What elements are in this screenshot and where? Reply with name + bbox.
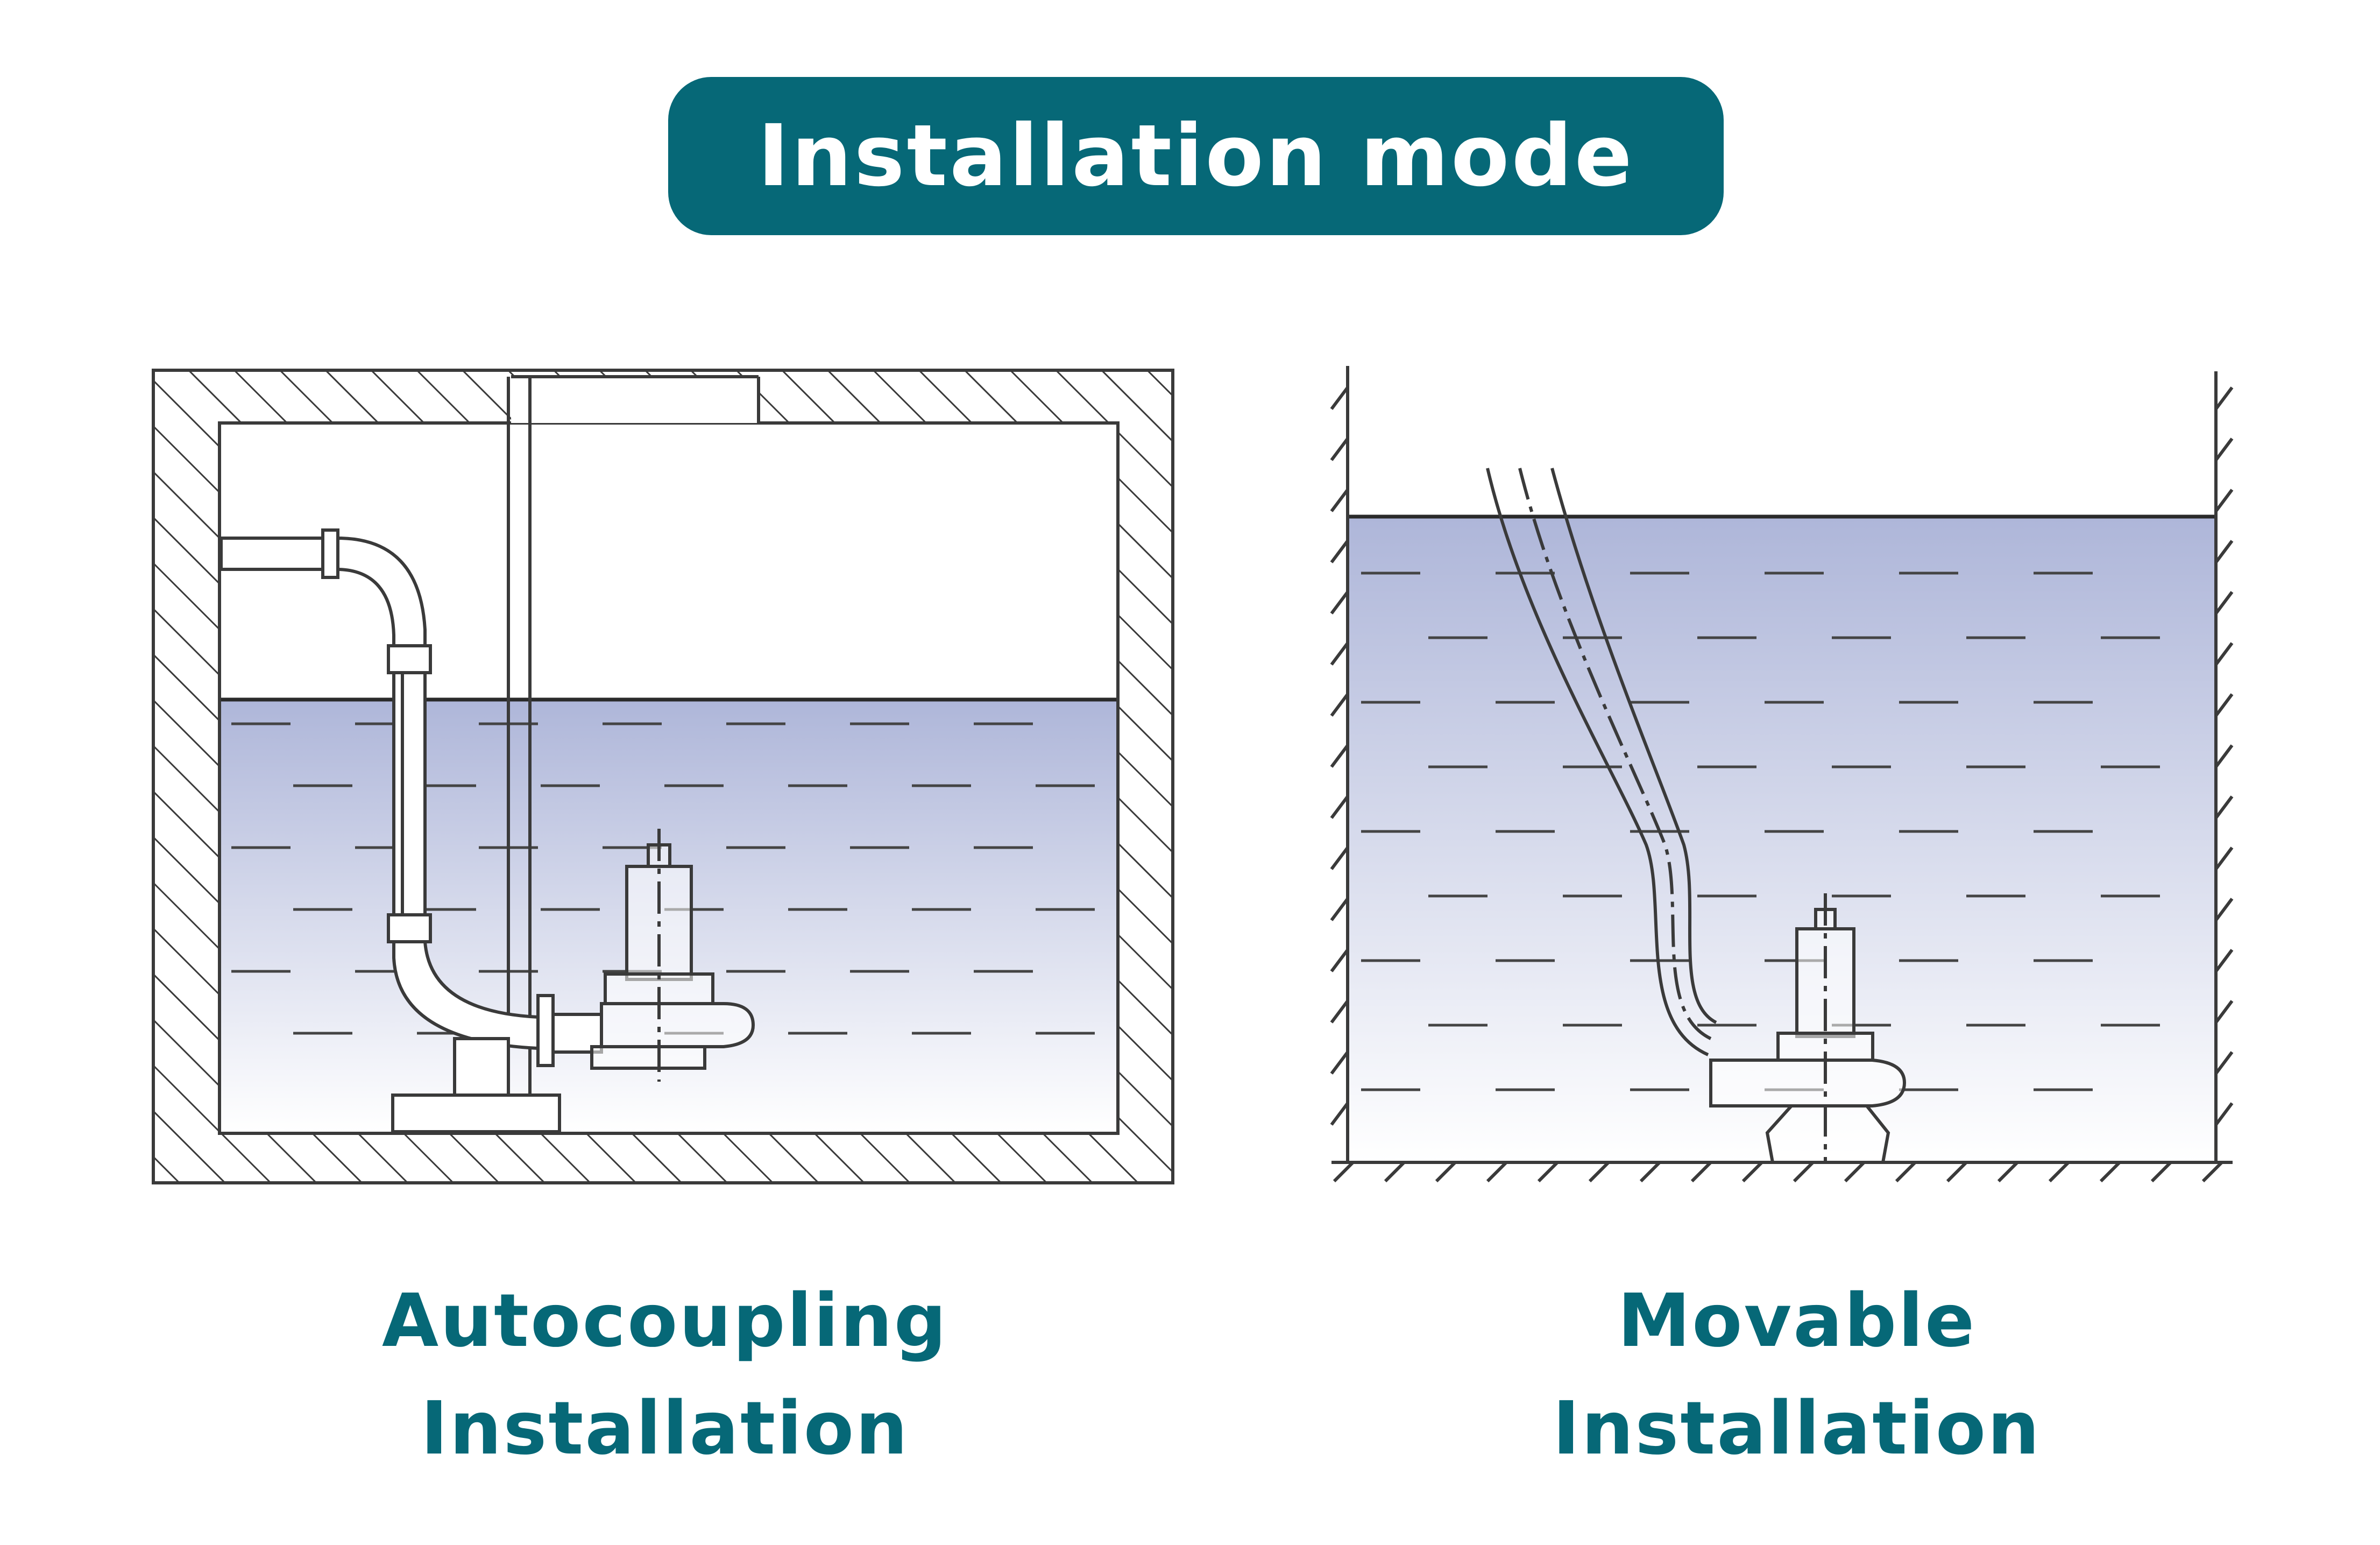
- wall-hatch-tick: [2214, 898, 2234, 921]
- wall-hatch-tick: [2214, 386, 2234, 410]
- autocoupling-caption: Autocoupling Installation: [235, 1267, 1095, 1483]
- floor-hatch-tick: [1793, 1161, 1815, 1183]
- floor-hatch-tick: [1588, 1161, 1610, 1183]
- movable-caption-line2: Installation: [1552, 1386, 2042, 1471]
- discharge-pipe: [219, 528, 603, 1133]
- autocoupling-caption-line1: Autocoupling: [381, 1279, 948, 1364]
- floor-hatch-tick: [1384, 1161, 1406, 1183]
- hose: [1486, 468, 1717, 1056]
- wall-hatch-tick: [2214, 1000, 2234, 1024]
- wall-hatch-tick: [1330, 898, 1349, 921]
- autocoupling-caption-line2: Installation: [420, 1386, 910, 1471]
- floor-hatch-tick: [1639, 1161, 1661, 1183]
- floor-hatch-tick: [1486, 1161, 1508, 1183]
- floor-hatch-tick: [1435, 1161, 1457, 1183]
- floor-hatch-tick: [1741, 1161, 1763, 1183]
- floor-hatch-tick: [2201, 1161, 2223, 1183]
- wall-hatch-tick: [1330, 846, 1349, 870]
- floor-hatch-tick: [1946, 1161, 1968, 1183]
- floor-hatch-tick: [2048, 1161, 2070, 1183]
- wall-hatch-tick: [2214, 591, 2234, 615]
- wall-hatch-tick: [1330, 591, 1349, 615]
- wall-hatch-tick: [1330, 693, 1349, 717]
- guide-rail: [507, 377, 532, 1095]
- movable-caption-line1: Movable: [1617, 1279, 1977, 1364]
- floor-hatch-tick: [1333, 1161, 1355, 1183]
- wall-hatch-tick: [2214, 949, 2234, 972]
- wall-hatch-tick: [1330, 489, 1349, 512]
- wall-hatch-tick: [2214, 1102, 2234, 1126]
- title-banner: Installation mode: [668, 77, 1724, 235]
- floor-hatch-tick: [1895, 1161, 1917, 1183]
- pump: [590, 829, 755, 1082]
- wall-hatch-tick: [1330, 1051, 1349, 1075]
- movable-diagram: [1330, 366, 2234, 1183]
- floor-hatch-tick: [1997, 1161, 2019, 1183]
- wall-hatch-tick: [2214, 642, 2234, 666]
- floor-hatch-tick: [2150, 1161, 2172, 1183]
- movable-caption: Movable Installation: [1366, 1267, 2227, 1483]
- wall-hatch-tick: [2214, 438, 2234, 461]
- floor-hatch-tick: [1690, 1161, 1712, 1183]
- floor-hatch-tick: [1844, 1161, 1866, 1183]
- floor-hatch-tick: [1537, 1161, 1559, 1183]
- wall-hatch-tick: [2214, 1051, 2234, 1075]
- wall-hatch-tick: [1330, 1102, 1349, 1126]
- wall-hatch-tick: [1330, 744, 1349, 768]
- wall-hatch-tick: [1330, 642, 1349, 666]
- wall-hatch-tick: [2214, 846, 2234, 870]
- wall-hatch-tick: [1330, 386, 1349, 410]
- autocoupling-diagram: [152, 369, 1174, 1184]
- wall-hatch-tick: [2214, 795, 2234, 819]
- wall-hatch-tick: [1330, 795, 1349, 819]
- wall-hatch-tick: [2214, 693, 2234, 717]
- wall-hatch-tick: [2214, 489, 2234, 512]
- wall-hatch-tick: [1330, 438, 1349, 461]
- wall-hatch-tick: [1330, 949, 1349, 972]
- wall-hatch-tick: [1330, 540, 1349, 563]
- wall-hatch-tick: [2214, 540, 2234, 563]
- page-title: Installation mode: [757, 107, 1634, 206]
- pump: [1709, 893, 1907, 1164]
- wall-hatch-tick: [2214, 744, 2234, 768]
- wall-hatch-tick: [1330, 1000, 1349, 1024]
- floor-hatch-tick: [2099, 1161, 2121, 1183]
